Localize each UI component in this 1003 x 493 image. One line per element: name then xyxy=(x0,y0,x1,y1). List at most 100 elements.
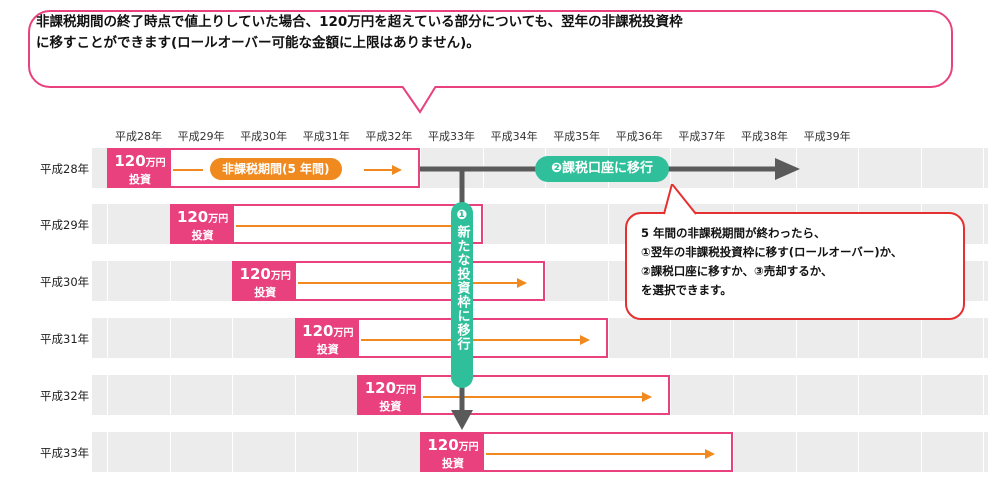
year-header: 平成29年 xyxy=(177,130,225,143)
right-callout-text: 5 年間の非課税期間が終わったら、 ①翌年の非課税投資枠に移す(ロールオーバー)… xyxy=(641,226,903,297)
grid-line xyxy=(107,432,108,472)
grid-line xyxy=(107,318,108,358)
grid-line xyxy=(545,204,547,244)
year-header: 平成35年 xyxy=(553,130,601,143)
orange-arrow-line xyxy=(486,453,705,455)
row-label: 平成28年 xyxy=(40,162,90,176)
grid-line xyxy=(858,432,860,472)
grid-line xyxy=(607,261,609,301)
grid-line xyxy=(169,318,171,358)
investment-label: 120万円投資 xyxy=(171,206,234,242)
grid-line xyxy=(733,318,734,358)
investment-amount: 120万円 xyxy=(422,436,484,457)
investment-unit: 万円 xyxy=(145,158,166,169)
orange-arrow-head xyxy=(642,392,653,402)
grid-line xyxy=(920,148,922,188)
investment-amount-value: 120 xyxy=(239,265,271,283)
orange-arrow-line xyxy=(364,169,394,171)
top-callout-text: 非課税期間の終了時点で値上りしていた場合、120万円を超えている部分についても、… xyxy=(36,14,683,51)
investment-unit: 万円 xyxy=(270,271,291,282)
investment-amount-value: 120 xyxy=(176,208,209,226)
grid-line xyxy=(983,204,985,244)
new-allowance-text: 新たな投資枠に移行 xyxy=(454,225,470,351)
investment-sub: 投資 xyxy=(316,343,339,356)
year-header: 平成31年 xyxy=(302,130,350,143)
grid-line xyxy=(983,148,985,188)
investment-unit: 万円 xyxy=(333,328,354,339)
top-callout xyxy=(28,10,953,88)
orange-arrow-head xyxy=(517,278,528,288)
grid-line xyxy=(294,432,296,472)
row-label: 平成32年 xyxy=(40,389,90,403)
grid-line xyxy=(107,261,108,301)
orange-arrow-line xyxy=(298,282,518,284)
investment-box: 120万円投資 xyxy=(357,375,671,415)
investment-label: 120万円投資 xyxy=(422,434,484,470)
investment-label: 120万円投資 xyxy=(109,150,171,186)
grid-line xyxy=(858,375,860,415)
year-header: 平成28年 xyxy=(115,130,162,143)
orange-arrow-head xyxy=(392,165,402,175)
row-label: 平成31年 xyxy=(40,332,90,346)
investment-amount-value: 120 xyxy=(364,379,397,397)
grid-line xyxy=(169,375,171,415)
grid-line xyxy=(920,432,922,472)
grid-line xyxy=(357,432,359,472)
orange-arrow-line xyxy=(173,169,203,171)
grid-line xyxy=(795,432,797,472)
grid-line xyxy=(607,204,609,244)
grid-line xyxy=(983,375,985,415)
tax-free-period-label: 非課税期間(5 年間) xyxy=(210,158,342,180)
investment-unit: 万円 xyxy=(208,214,229,225)
grid-line xyxy=(482,204,484,244)
grid-line xyxy=(607,318,609,358)
grid-line xyxy=(983,432,985,472)
grid-line xyxy=(795,375,797,415)
investment-unit: 万円 xyxy=(396,385,417,396)
grid-line xyxy=(733,375,734,415)
investment-box: 120万円投資 xyxy=(232,261,546,301)
right-callout-tail xyxy=(663,184,697,215)
orange-arrow-line xyxy=(235,225,455,227)
grid-line xyxy=(858,318,860,358)
investment-label: 120万円投資 xyxy=(359,377,422,413)
investment-amount-value: 120 xyxy=(114,152,146,170)
grid-line xyxy=(232,375,234,415)
grid-line xyxy=(733,432,734,472)
grid-line xyxy=(983,318,985,358)
grid-line xyxy=(670,318,672,358)
row-label: 平成33年 xyxy=(40,446,90,460)
investment-box: 120万円投資 xyxy=(294,318,608,358)
orange-arrow-head xyxy=(579,335,590,345)
new-allowance-number: ❶ xyxy=(456,208,468,223)
grid-line xyxy=(858,148,860,188)
investment-unit: 万円 xyxy=(458,442,479,453)
grid-line xyxy=(795,318,797,358)
grid-line xyxy=(232,318,234,358)
year-header: 平成39年 xyxy=(803,130,851,143)
year-header: 平成34年 xyxy=(490,130,538,143)
top-callout-tail xyxy=(401,86,437,114)
right-callout: 5 年間の非課税期間が終わったら、 ①翌年の非課税投資枠に移す(ロールオーバー)… xyxy=(625,212,965,320)
investment-amount: 120万円 xyxy=(359,379,421,400)
investment-sub: 投資 xyxy=(191,229,214,242)
row-label: 平成30年 xyxy=(40,275,90,289)
investment-label: 120万円投資 xyxy=(234,263,297,299)
grid-line xyxy=(169,432,171,472)
year-header: 平成37年 xyxy=(678,130,726,143)
grid-line xyxy=(232,432,234,472)
new-allowance-label: ❶ 新たな投資枠に移行 xyxy=(451,202,473,388)
grid-line xyxy=(294,375,296,415)
year-header: 平成38年 xyxy=(741,130,788,143)
orange-arrow-line xyxy=(423,396,643,398)
investment-amount-value: 120 xyxy=(427,436,459,454)
grid-line xyxy=(107,204,108,244)
grid-line xyxy=(920,375,922,415)
year-header: 平成33年 xyxy=(428,130,475,143)
year-header: 平成36年 xyxy=(615,130,663,143)
investment-box: 120万円投資 xyxy=(169,204,483,244)
investment-sub: 投資 xyxy=(129,173,151,186)
investment-amount: 120万円 xyxy=(109,152,171,173)
orange-arrow-head xyxy=(705,449,715,459)
investment-amount: 120万円 xyxy=(234,265,296,286)
